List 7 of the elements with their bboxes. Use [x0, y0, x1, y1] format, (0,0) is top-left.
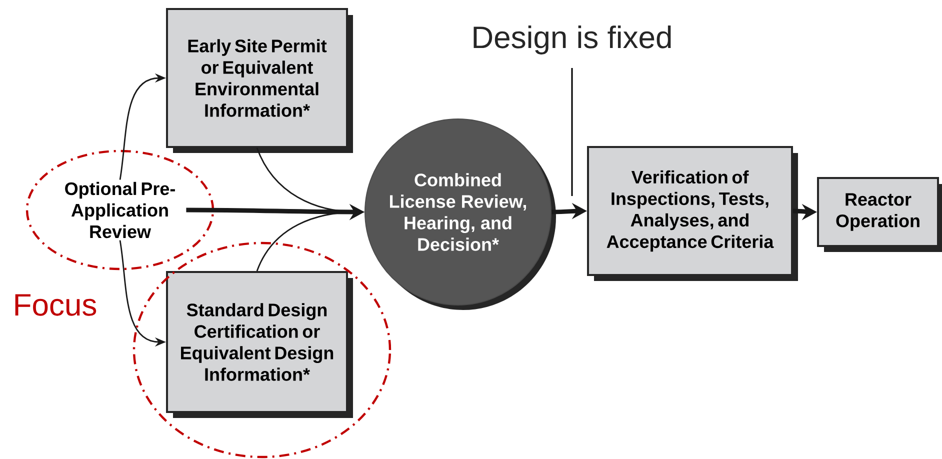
process-box: Verification of Inspections, Tests, Analyses, and Acceptance Criteria [587, 146, 798, 281]
process-box: Standard Design Certification or Equivalent Design Information* [166, 271, 353, 418]
step-label: Optional Pre-Application Review [65, 182, 175, 238]
focus-label: Focus [15, 294, 96, 316]
caption-text: Design is fixed [474, 26, 671, 54]
process-box: Reactor Operation [817, 177, 942, 252]
process-box: Early Site Permit or Equivalent Environmental Information* [166, 8, 353, 153]
